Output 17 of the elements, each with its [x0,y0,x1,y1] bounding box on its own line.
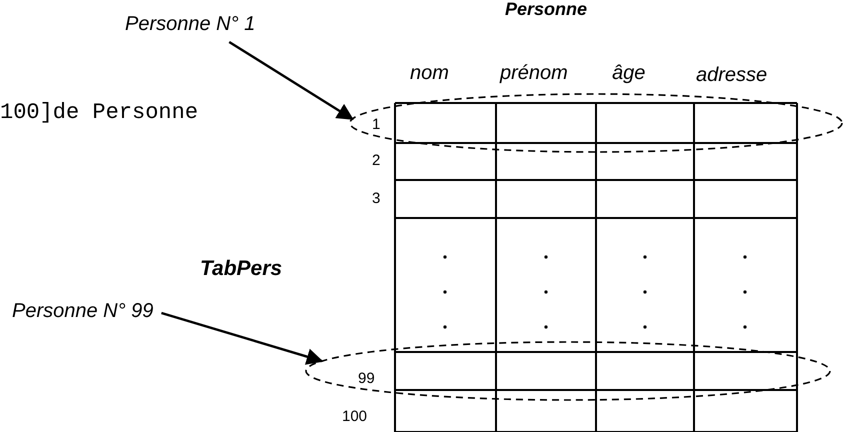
row-index: 100 [342,409,368,424]
callout-text: Personne N° 99 [12,301,154,321]
dashed-ellipse [305,341,831,401]
row-index: 3 [372,191,380,206]
row-index: 2 [372,153,380,168]
type-name: Personne [505,0,588,18]
column-header: adresse [696,65,768,85]
code-text: 100]de Personne [0,102,198,124]
array-name: TabPers [200,258,282,279]
arrow [228,40,354,120]
callout-text: Personne N° 1 [125,14,256,34]
column-header: nom [410,63,449,83]
arrow [161,312,324,365]
column-header: âge [612,63,646,83]
row-index: 99 [358,371,375,386]
dashed-ellipse [349,93,843,153]
row-index: 1 [372,117,380,132]
